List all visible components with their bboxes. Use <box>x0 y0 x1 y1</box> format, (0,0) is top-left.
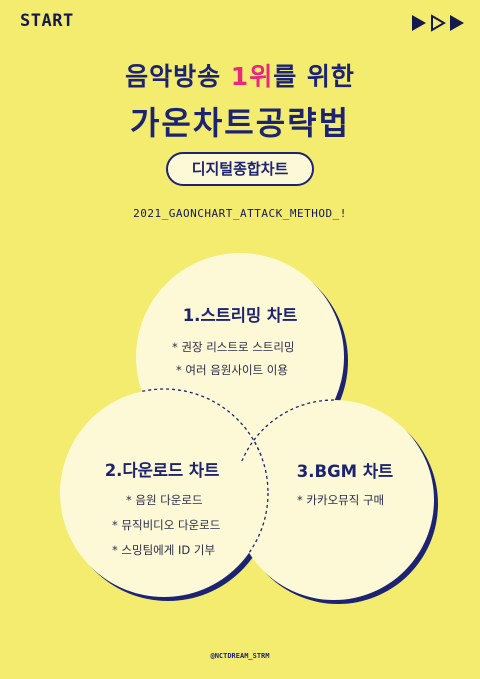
list-item: * 여러 음원사이트 이용 <box>176 363 288 377</box>
play-filled-icon <box>412 15 426 31</box>
circle-left <box>60 389 268 597</box>
circle-title-download: 2.다운로드 차트 <box>104 461 220 480</box>
footer-handle: @NCTDREAM_STRM <box>210 652 270 660</box>
subtitle: 2021_GAONCHART_ATTACK_METHOD_! <box>133 207 347 220</box>
play-filled-icon <box>450 15 464 31</box>
list-item: * 음원 다운로드 <box>126 493 203 507</box>
title-line-1: 음악방송 1위를 위한 <box>0 57 480 93</box>
circle-title-streaming: 1.스트리밍 차트 <box>182 306 298 325</box>
title-highlight: 1위 <box>230 62 274 91</box>
overlap-arc-left-in-right <box>234 400 269 598</box>
list-item: * 권장 리스트로 스트리밍 <box>172 340 295 354</box>
list-item: * 뮤직비디오 다운로드 <box>112 518 221 532</box>
title-line-2: 가온차트공략법 <box>129 104 351 142</box>
list-item: * 카카오뮤직 구매 <box>297 493 385 507</box>
overlap-arc-right-in-top <box>233 399 344 461</box>
title-suffix: 를 위한 <box>273 62 355 91</box>
title-prefix: 음악방송 <box>125 62 231 91</box>
circle-right <box>234 400 434 600</box>
list-item: * 스밍팀에게 ID 기부 <box>112 543 216 557</box>
play-outline-icon <box>431 14 446 32</box>
start-label: START <box>20 11 74 31</box>
circle-title-bgm: 3.BGM 차트 <box>296 462 394 481</box>
chart-type-pill: 디지털종합차트 <box>166 152 314 186</box>
play-icons <box>412 14 464 32</box>
